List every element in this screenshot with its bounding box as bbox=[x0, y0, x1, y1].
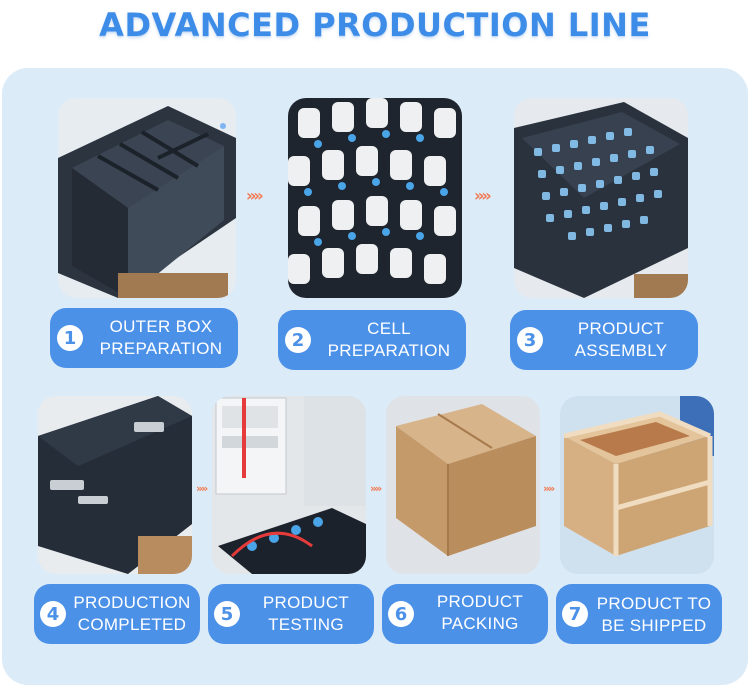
step-5-text: PRODUCT TESTING bbox=[240, 592, 372, 636]
arrow-5-6: »» bbox=[370, 482, 382, 495]
step-6-text: PRODUCT PACKING bbox=[414, 591, 546, 635]
step-1-text: OUTER BOX PREPARATION bbox=[86, 316, 236, 360]
step-2-line2: PREPARATION bbox=[327, 341, 451, 360]
step-5-line1: PRODUCT bbox=[262, 593, 350, 612]
step-2-number: 2 bbox=[285, 327, 311, 353]
step-4-text: PRODUCTION COMPLETED bbox=[66, 592, 198, 636]
page-title: ADVANCED PRODUCTION LINE bbox=[99, 6, 651, 44]
step-4-number: 4 bbox=[40, 601, 66, 627]
step-1-number: 1 bbox=[57, 325, 83, 351]
step-6-label: 6 PRODUCT PACKING bbox=[382, 584, 548, 644]
production-completed-photo bbox=[38, 396, 192, 574]
arrow-1-2: »» bbox=[246, 186, 264, 205]
step-5-number: 5 bbox=[214, 601, 240, 627]
arrow-6-7: »» bbox=[543, 482, 555, 495]
step-3-label: 3 PRODUCT ASSEMBLY bbox=[510, 310, 698, 370]
step-1-label: 1 OUTER BOX PREPARATION bbox=[50, 308, 238, 368]
step-4-line2: COMPLETED bbox=[77, 615, 187, 634]
step-6-line2: PACKING bbox=[441, 614, 519, 633]
step-7-line2: BE SHIPPED bbox=[601, 616, 707, 635]
step-1-line1: OUTER BOX bbox=[109, 317, 213, 336]
step-6-line1: PRODUCT bbox=[436, 592, 524, 611]
outer-box-photo bbox=[58, 98, 236, 298]
step-3-line2: ASSEMBLY bbox=[574, 341, 668, 360]
testing-photo bbox=[212, 396, 366, 574]
step-6-number: 6 bbox=[388, 601, 414, 627]
step-5-line2: TESTING bbox=[268, 615, 344, 634]
step-3-line1: PRODUCT bbox=[577, 319, 665, 338]
step-7-line1: PRODUCT TO bbox=[596, 594, 712, 613]
step-4-label: 4 PRODUCTION COMPLETED bbox=[34, 584, 200, 644]
step-2-line1: CELL bbox=[367, 319, 411, 338]
step-3-text: PRODUCT ASSEMBLY bbox=[546, 318, 696, 362]
cell-photo bbox=[288, 98, 462, 298]
assembly-photo bbox=[514, 98, 688, 298]
step-5-label: 5 PRODUCT TESTING bbox=[208, 584, 374, 644]
arrow-2-3: »» bbox=[474, 186, 492, 205]
step-1-line2: PREPARATION bbox=[99, 339, 223, 358]
step-4-line1: PRODUCTION bbox=[73, 593, 191, 612]
step-3-number: 3 bbox=[517, 327, 543, 353]
step-7-label: 7 PRODUCT TO BE SHIPPED bbox=[556, 584, 722, 644]
arrow-4-5: »» bbox=[196, 482, 208, 495]
step-7-number: 7 bbox=[562, 601, 588, 627]
shipping-photo bbox=[560, 396, 714, 574]
step-2-label: 2 CELL PREPARATION bbox=[278, 310, 466, 370]
step-7-text: PRODUCT TO BE SHIPPED bbox=[588, 593, 720, 637]
packing-photo bbox=[386, 396, 540, 574]
step-2-text: CELL PREPARATION bbox=[314, 318, 464, 362]
